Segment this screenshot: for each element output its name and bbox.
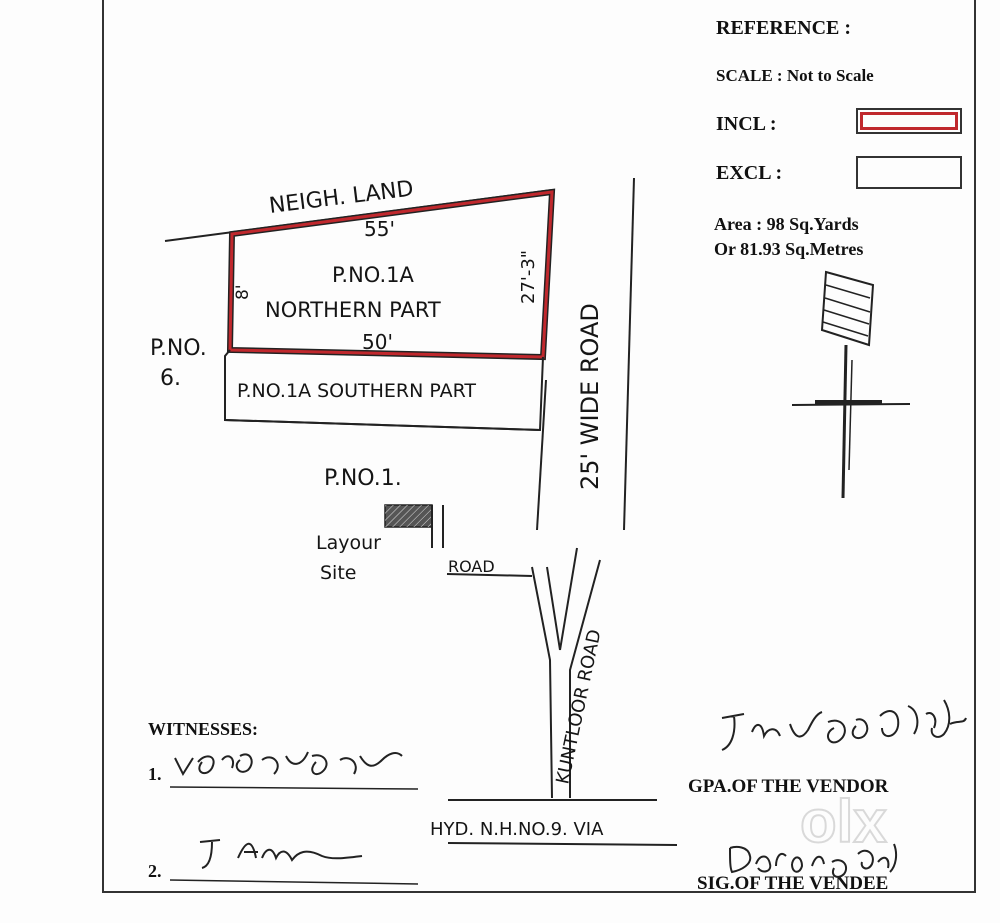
layout-line1: Layour bbox=[316, 532, 381, 554]
vendee-signature bbox=[729, 843, 898, 878]
gpa-vendor-label: GPA.OF THE VENDOR bbox=[688, 776, 889, 797]
layout-line2: Site bbox=[320, 562, 356, 584]
right-dimension: 27'-3" bbox=[518, 250, 539, 304]
p-no6-line1: P.NO. bbox=[150, 336, 207, 361]
scale-label: SCALE : Not to Scale bbox=[716, 66, 874, 85]
road-edge-left bbox=[536, 379, 547, 531]
wide-road-label: 25' WIDE ROAD bbox=[576, 303, 604, 490]
incl-swatch bbox=[856, 108, 962, 134]
vendor-signature bbox=[721, 699, 967, 751]
area-line2: Or 81.93 Sq.Metres bbox=[714, 239, 864, 259]
kuntloor-road-right bbox=[569, 559, 601, 798]
highway-label: HYD. N.H.NO.9. VIA bbox=[430, 819, 604, 840]
excl-swatch bbox=[856, 156, 962, 189]
kuntloor-road-label: KUNTLOOR ROAD bbox=[552, 628, 605, 786]
incl-label: INCL : bbox=[716, 113, 777, 135]
watermark-logo: olx bbox=[799, 787, 888, 856]
road-edge-right bbox=[623, 177, 635, 531]
kuntloor-road-left bbox=[531, 566, 553, 799]
plot-name: P.NO.1A bbox=[332, 263, 414, 287]
highway-line-bottom bbox=[447, 842, 678, 846]
north-arrow-icon bbox=[791, 270, 911, 499]
p-no6-line2: 6. bbox=[160, 366, 181, 391]
witness1-line bbox=[169, 786, 419, 790]
area-line1: Area : 98 Sq.Yards bbox=[714, 214, 859, 234]
top-dimension: 55' bbox=[364, 217, 395, 241]
small-road-line bbox=[446, 573, 533, 577]
p-no1-label: P.NO.1. bbox=[324, 466, 402, 491]
witness2-line bbox=[169, 879, 419, 885]
vendee-signature-label: SIG.OF THE VENDEE bbox=[697, 873, 888, 894]
bottom-dimension: 50' bbox=[362, 330, 393, 354]
svg-text:olx: olx bbox=[800, 788, 887, 855]
plot-part: NORTHERN PART bbox=[265, 298, 441, 322]
page-border bbox=[102, 0, 976, 893]
witness1-number: 1. bbox=[148, 764, 162, 784]
southern-part-label: P.NO.1A SOUTHERN PART bbox=[237, 380, 476, 402]
witnesses-title: WITNESSES: bbox=[148, 719, 258, 739]
witness1-signature bbox=[174, 751, 403, 777]
reference-title: REFERENCE : bbox=[716, 17, 852, 39]
excl-label: EXCL : bbox=[716, 162, 783, 184]
small-road-label: ROAD bbox=[448, 557, 495, 576]
left-dimension: 8' bbox=[233, 285, 253, 301]
witness2-number: 2. bbox=[148, 861, 162, 881]
witness2-signature bbox=[199, 839, 363, 869]
